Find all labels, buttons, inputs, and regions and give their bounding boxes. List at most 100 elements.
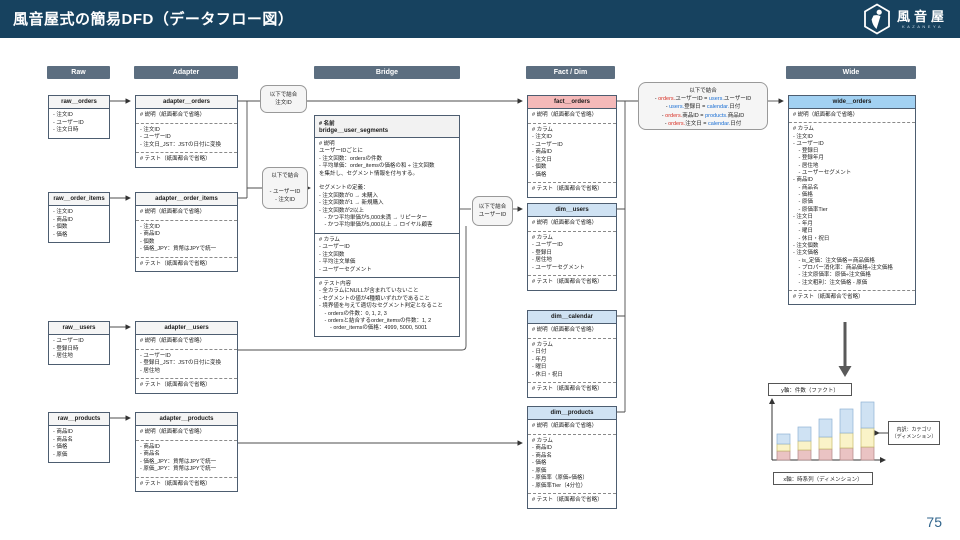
entity-section: - 注文ID- ユーザーID- 注文日_JST：JSTの日付に変換 [136, 122, 237, 153]
entity-adapter__order_items: adapter__order_items # 説明（紙面都合で省略） - 注文ID -… [135, 192, 238, 272]
entity-field: - 境界値を与えて適切なセグメント判定となること [319, 303, 443, 310]
entity-field: # テスト（紙面都合で省略） [532, 279, 603, 285]
join-rule-part: - [654, 96, 659, 103]
entity-field: # カラム [319, 236, 340, 243]
entity-section: # 説明（紙面都合で省略） [528, 109, 616, 123]
entity-section: # テスト内容- 全カラムにNULLが含まれていないこと- セグメントの値が4種… [315, 276, 459, 336]
join-rule: - orders.商品ID = products.商品ID [639, 112, 767, 120]
entity-section: # カラム- 日付- 年月- 曜日- 休日・祝日 [528, 337, 616, 383]
join-rule-part: 商品ID = [682, 112, 706, 119]
entity-wide__orders: wide__orders# 説明（紙面都合で省略）# カラム- 注文ID- ユー… [788, 95, 916, 306]
join-rule: - orders.ユーザーID = users.ユーザーID [639, 95, 767, 103]
entity-field: - 価格 [532, 171, 547, 178]
entity-title: raw__order_items [49, 193, 109, 206]
entity-section: # カラム- ユーザーID- 登録日- 居住地- ユーザーセグメント [528, 230, 616, 276]
entity-field: - 注文回数：ordersの件数 [319, 155, 382, 162]
x-axis-label-text: x軸：時系列（ディメンション） [783, 476, 863, 483]
entity-field: - 全カラムにNULLが含まれていないこと [319, 288, 419, 295]
entity-field: # カラム [532, 234, 553, 241]
entity-field: - 注文原価率：原価÷注文価格 [793, 272, 871, 279]
entity-section: # テスト（紙面都合で省略） [789, 289, 915, 304]
entity-adapter__orders: adapter__orders # 説明（紙面都合で省略）- 注文ID- ユーザー… [135, 95, 238, 168]
entity-section: # テスト（紙面都合で省略） [136, 378, 237, 393]
entity-field: - 商品ID [53, 429, 73, 435]
entity-name: raw__order_items [53, 196, 105, 202]
entity-field: # 説明（紙面都合で省略） [140, 338, 206, 344]
entity-field: # 説明（紙面都合で省略） [140, 209, 206, 215]
entity-field: ユーザーIDごとに [319, 148, 363, 155]
note-title: 以下で結合 [689, 88, 717, 94]
entity-field: - セグメントの値が4種類いずれかであること [319, 295, 430, 302]
column-header-raw: Raw [47, 66, 110, 79]
entity-adapter__products: adapter__products# 説明（紙面都合で省略）- 商品ID- 商品… [135, 412, 238, 492]
stacked-bar-sketch [769, 398, 889, 463]
note-line: 以下で結合 [271, 173, 299, 179]
column-header-fact-dim: Fact / Dim [526, 66, 615, 79]
entity-field: - 平均単価：order_itemsの価格の和 ÷ 注文回数 [319, 163, 435, 170]
entity-field: - 注文ID [140, 126, 160, 133]
entity-field: # テスト（紙面都合で省略） [532, 386, 603, 392]
join-rule-part: - [665, 104, 670, 111]
entity-field: - 平均注文単価 [319, 259, 356, 266]
entity-raw__products: raw__products- 商品ID- 商品名- 価格- 原価 [48, 412, 110, 463]
note-join-to-wide: 以下で結合- orders.ユーザーID = users.ユーザーID- use… [638, 82, 768, 130]
entity-field: - 年月 [793, 221, 813, 228]
entity-field: - 注文回数が1 → 新規購入 [319, 200, 384, 207]
join-rule: - orders.注文日 = calendar.日付 [639, 120, 767, 128]
bar-segment-top-category [860, 401, 875, 429]
join-rule-part: calendar. [706, 104, 730, 111]
entity-field: - ユーザーID [53, 119, 84, 126]
bar-segment-top-category [818, 418, 833, 438]
entity-field: - 居住地 [140, 367, 160, 374]
entity-field: - ユーザーセグメント [319, 266, 372, 273]
entity-field: - 注文粗利：注文価格 - 原価 [793, 279, 868, 286]
bar-segment-top-category [839, 408, 854, 434]
entity-field: - 注文日 [793, 213, 813, 220]
join-rule-part: ユーザーID [723, 96, 752, 103]
entity-field: - ユーザーセグメント [532, 264, 585, 271]
entity-field: - 商品ID [140, 443, 160, 450]
entity-section: # 説明（紙面都合で省略） [789, 109, 915, 122]
entity-section: # テスト（紙面都合で省略） [136, 476, 237, 492]
entity-field: - 注文ID [140, 223, 160, 230]
bar-segment-middle-category [839, 432, 854, 449]
entity-adapter__users: adapter__users # 説明（紙面都合で省略） - ユーザーID- 登録日… [135, 321, 238, 394]
x-axis-label: x軸：時系列（ディメンション） [773, 472, 873, 485]
logo-text: 風音屋 [896, 8, 948, 24]
entity-field: - 注文日_JST：JSTの日付に変換 [140, 141, 221, 148]
entity-field: # テスト（紙面都合で省略） [793, 293, 864, 300]
note-line: 以下で結合 [269, 92, 298, 98]
entity-field: - 商品ID [53, 216, 73, 223]
join-rule-part: orders. [658, 96, 676, 103]
y-axis-label-text: y軸：件数（ファクト） [781, 387, 839, 394]
entity-field: - かつ平均単価が5,000未満 → リピーター [319, 215, 428, 222]
entity-field: - ordersと結合するorder_itemsの件数：1, 2 [319, 317, 432, 324]
entity-field: - 個数 [140, 238, 155, 245]
entity-field: - 居住地 [53, 353, 73, 359]
entity-field: # 説明（紙面都合で省略） [532, 220, 598, 226]
entity-title: adapter__products [136, 413, 237, 426]
entity-field: - 原価率（原価÷価格） [532, 475, 588, 481]
entity-name: adapter__order_items [155, 196, 218, 202]
entity-name: dim__products [550, 410, 594, 416]
entity-section: # 説明（紙面都合で省略） [136, 426, 237, 440]
entity-name: adapter__orders [162, 99, 211, 105]
entity-section: # 説明（紙面都合で省略） [528, 324, 616, 338]
bar-segments [776, 401, 875, 461]
bar-segment-bottom-category [839, 447, 854, 461]
entity-field: セグメントの定義： [319, 185, 369, 192]
entity-field: - 居住地 [532, 257, 552, 263]
entity-field: - プロパー消化率：商品価格÷注文価格 [793, 264, 893, 271]
entity-name: adapter__users [164, 325, 209, 331]
join-rule-part: ユーザーID = [675, 96, 709, 103]
entity-field: - 価格 [53, 231, 68, 238]
logo-wordmark: 風音屋 KAZANEYA [897, 10, 948, 29]
entity-field: - 注文回数が0 → 未購入 [319, 192, 378, 199]
entity-title: raw__products [49, 413, 109, 426]
entity-section: # テスト（紙面都合で省略） [528, 182, 616, 197]
callout-line-2: （ディメンション） [891, 434, 937, 440]
entity-section: - ユーザーID- 登録日_JST：JSTの日付に変換- 居住地 [136, 348, 237, 379]
entity-field: - is_定価：注文価格＝商品価格 [793, 257, 875, 264]
entity-section: # 説明（紙面都合で省略） [136, 109, 237, 123]
entity-field: - ユーザーID [532, 242, 563, 248]
